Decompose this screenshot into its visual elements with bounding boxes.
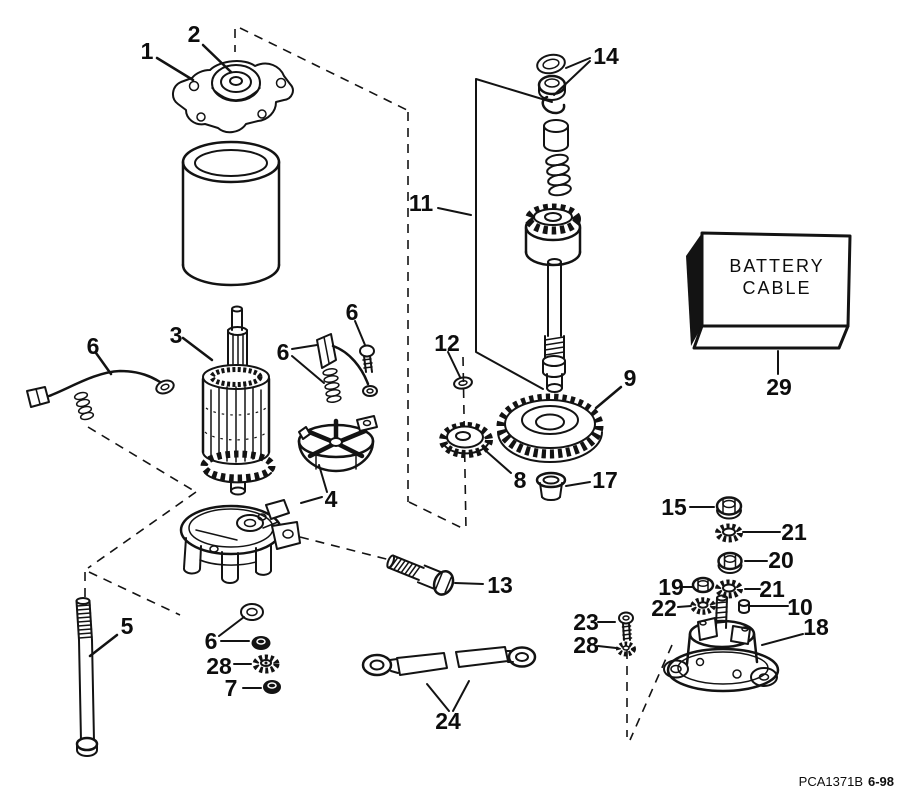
callout-part7: 7 [225, 675, 238, 701]
callout-part22: 22 [651, 595, 677, 621]
armature-drawing [200, 305, 276, 496]
motor-housing-drawing [181, 140, 281, 287]
battery-cable-label-line2: CABLE [742, 278, 811, 298]
leader-lines [88, 43, 804, 712]
callout-part2: 2 [188, 21, 201, 47]
brush-spring-screw-drawing [316, 333, 378, 403]
diagram-revision-text: 6-98 [868, 774, 894, 789]
callout-part21-upper: 21 [781, 519, 807, 545]
callout-part29: 29 [766, 374, 792, 400]
through-bolt-drawing [75, 597, 99, 757]
callout-part19: 19 [658, 574, 684, 600]
callout-part23: 23 [573, 609, 599, 635]
bushing-drawing [535, 471, 567, 502]
callout-part20: 20 [768, 547, 794, 573]
callout-part4: 4 [325, 486, 338, 512]
brush-holder-drawing [297, 415, 378, 473]
drive-assembly-bracket [475, 78, 553, 390]
callout-part28-left: 28 [206, 653, 232, 679]
callout-part28-right: 28 [573, 632, 599, 658]
footer-code: PCA1371B 6-98 [799, 774, 894, 789]
callout-part5: 5 [121, 613, 134, 639]
callout-part13: 13 [487, 572, 513, 598]
callout-part24: 24 [435, 708, 461, 734]
brush-lead-left-drawing [26, 369, 175, 421]
battery-cable-box: BATTERY CABLE [686, 231, 852, 350]
thrust-washer-drawing [453, 376, 473, 390]
callout-part21-lower: 21 [759, 576, 785, 602]
callout-part12: 12 [434, 330, 460, 356]
mounting-bolt-drawing [386, 554, 455, 596]
callout-part18: 18 [803, 614, 829, 640]
callout-part6-hw: 6 [205, 628, 218, 654]
cable-links-drawing [361, 646, 537, 677]
solenoid-hardware-drawing [616, 496, 750, 657]
lower-end-cap-drawing [179, 499, 301, 584]
callout-part17: 17 [592, 467, 618, 493]
callout-part8: 8 [514, 467, 527, 493]
battery-cable-label-line1: BATTERY [729, 256, 824, 276]
callout-part9: 9 [624, 365, 637, 391]
callout-part6-brush: 6 [277, 339, 290, 365]
callout-part3: 3 [170, 322, 183, 348]
drive-end-cap-drawing [172, 60, 294, 134]
drive-gear-drawing [496, 393, 604, 463]
solenoid-drawing [663, 594, 780, 693]
callout-part15: 15 [661, 494, 687, 520]
callout-part11: 11 [409, 190, 434, 216]
callout-part10: 10 [787, 594, 813, 620]
drive-assembly-drawing [524, 53, 582, 393]
diagram-code-text: PCA1371B [799, 774, 863, 789]
washer-nut-stack-drawing [240, 603, 281, 694]
callout-part6-screw: 6 [346, 299, 359, 325]
idler-gear-drawing [439, 422, 493, 458]
callout-part14: 14 [593, 43, 619, 69]
part-callouts: 1 2 3 4 5 6 6 6 6 7 8 9 10 11 12 13 14 1… [87, 21, 829, 734]
callout-part6-wire: 6 [87, 333, 100, 359]
callout-part1: 1 [141, 38, 154, 64]
